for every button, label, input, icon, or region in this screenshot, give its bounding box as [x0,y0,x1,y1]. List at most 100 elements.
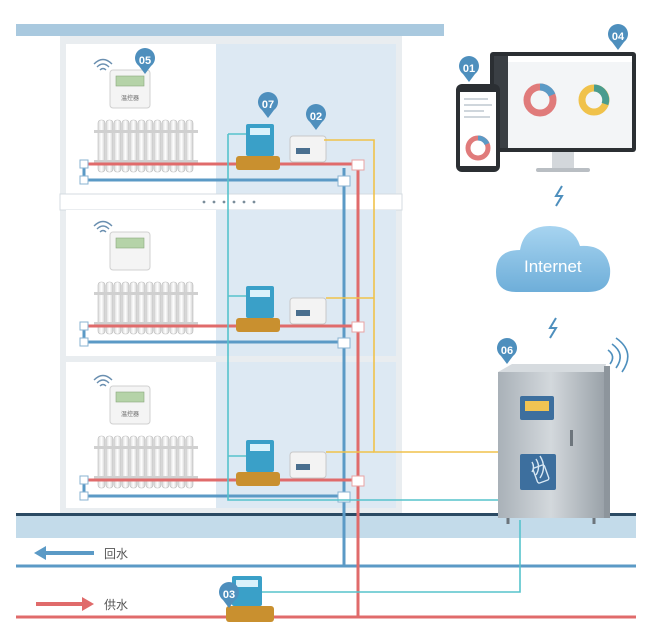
badge-number: 04 [612,31,625,43]
main-meter-screen [236,580,258,587]
phone-screen [460,92,496,166]
badge-number: 01 [463,63,475,75]
floor-3-equipment: 温控器 [79,58,365,187]
supply-tee [351,321,365,333]
badge-04: 04 [608,24,629,50]
management-platform-devices [456,52,636,172]
thermostat-wifi-icon [93,374,113,387]
cabinet-side [604,366,610,518]
wifi-arc-3 [93,220,113,227]
phone-list-line-2 [464,104,492,106]
phone-list-line-3 [464,110,484,112]
thermostat-wifi-icon [93,220,113,233]
badge-number: 03 [223,589,235,601]
floor-3-room-right [216,44,396,194]
badge-05: 05 [135,48,155,74]
cabinet-display-screen [525,401,549,411]
badge-number: 02 [310,111,322,123]
pipe-fitting [79,321,89,331]
pipe-fitting [79,337,89,347]
badge-pin-icon [258,92,278,118]
signal-wires [227,133,521,593]
legend-return-label: 回水 [104,547,128,561]
pipe-fitting [79,175,89,185]
floor-divider-1 [59,193,403,211]
floor-2-equipment [79,220,365,349]
wifi-arc-3 [93,374,113,381]
badge-pin-icon [135,48,155,74]
valve-controller-window [296,148,310,154]
cyan-wire-main-meter [262,520,521,593]
heat-meter-screen [250,128,270,135]
floor-1-equipment: 温控器 [79,374,365,503]
heat-meter-valve-body [236,318,280,332]
heat-meter-screen [250,444,270,451]
badge-pin-icon [497,338,517,364]
floor-divider-2 [60,356,402,362]
main-heat-meter [226,576,274,622]
wifi-arc-1 [99,229,107,233]
radiator [94,281,198,335]
pipe-fitting [79,159,89,169]
data-collector-cabinet [498,337,629,524]
heat-meter-valve-body [236,156,280,170]
badge-number: 06 [501,345,513,357]
thermostat-label: 温控器 [121,410,139,418]
badge-pin-icon [459,56,480,82]
valve-controller-window [296,310,310,316]
badge-07: 07 [258,92,278,118]
internet-label: Internet [524,257,582,276]
monitor-screen [494,56,632,148]
wifi-arc-1 [99,67,107,71]
lightning-bolt-lower-icon [548,317,558,339]
radiator-header-top [94,446,198,449]
monitor-header-bar [508,56,632,62]
wifi-arc-2 [96,379,110,384]
yellow-wire-floor3 [324,139,498,453]
badge-06: 06 [497,338,517,364]
legend-supply-label: 供水 [104,598,128,612]
cloud-shape [496,226,611,292]
thermostat-display [115,75,145,87]
badge-pin-icon [219,582,240,608]
return-tee [337,337,351,349]
number-badges: 01 02 03 04 05 06 07 [135,24,629,608]
heat-meter-screen [250,290,270,297]
badge-pin-icon [608,24,629,50]
wifi-arc-2 [96,63,110,68]
wifi-arc-1 [99,383,107,387]
monitor-neck [552,152,574,168]
monitor-donut-chart-1-accent [539,83,556,97]
wifi-arc-2 [96,225,110,230]
ellipsis-dots [202,200,256,204]
cabinet-top [498,364,606,372]
badge-pin-icon [306,103,326,130]
badge-02: 02 [306,103,326,130]
radiator-header-bottom [94,322,198,325]
nfc-icon [531,455,550,484]
heat-meter-valve-body [236,472,280,486]
badge-number: 07 [262,99,274,111]
badge-01: 01 [459,56,480,82]
supply-tee [351,475,365,487]
room-thermostat [109,69,151,109]
radiator [94,435,198,489]
cabinet-body [498,372,604,518]
thermostat-label: 温控器 [121,94,139,102]
floor-1-room-right [216,362,396,508]
return-tee [337,491,351,503]
floor-2-room-right [216,210,396,356]
badge-03: 03 [219,582,240,608]
phone-donut-chart-accent [477,135,490,146]
main-meter-valve-body [226,606,274,622]
badge-number: 05 [139,55,151,67]
legend: 回水 供水 [34,546,128,612]
cabinet-handle [570,430,573,446]
room-thermostat [109,231,151,271]
roof-slab [16,24,444,36]
radiator [94,119,198,173]
supply-arrow-icon [36,597,94,611]
thermostat-display [115,391,145,403]
ground-band [16,516,636,538]
